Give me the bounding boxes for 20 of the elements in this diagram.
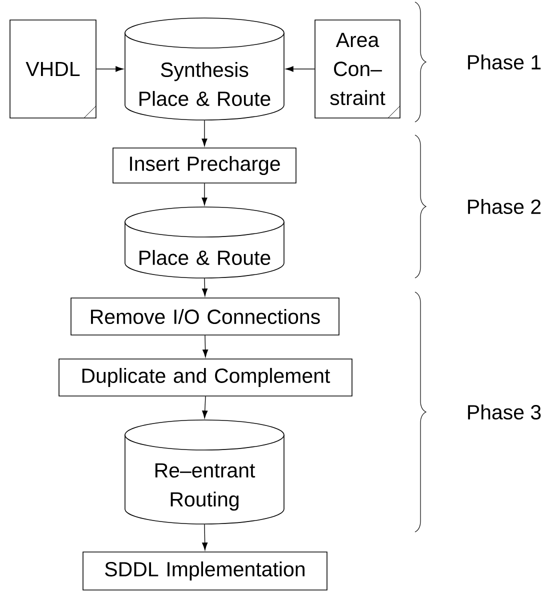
- node-label: Place & Route: [140, 250, 270, 266]
- arrow: [202, 396, 208, 418]
- node-label: Re–entrant Routing: [155, 463, 256, 511]
- arrow: [286, 66, 315, 72]
- arrow: [202, 183, 208, 206]
- arrow: [202, 278, 208, 296]
- node-label: Synthesis Place & Route: [140, 62, 270, 106]
- process-box: Insert Precharge: [112, 148, 296, 184]
- arrow: [202, 335, 208, 358]
- phase-label: Phase 1: [468, 54, 541, 70]
- phase-label: Phase 2: [468, 198, 541, 214]
- arrow: [202, 120, 208, 146]
- arrow: [202, 524, 208, 550]
- arrow: [96, 66, 124, 72]
- document-box: Area Con– straint: [314, 20, 400, 118]
- process-box: SDDL Implementation: [82, 552, 328, 590]
- document-box: VHDL: [10, 20, 96, 118]
- process-box: Duplicate and Complement: [58, 358, 352, 396]
- phase-label: Phase 3: [468, 404, 541, 420]
- process-box: Remove I/O Connections: [70, 298, 340, 336]
